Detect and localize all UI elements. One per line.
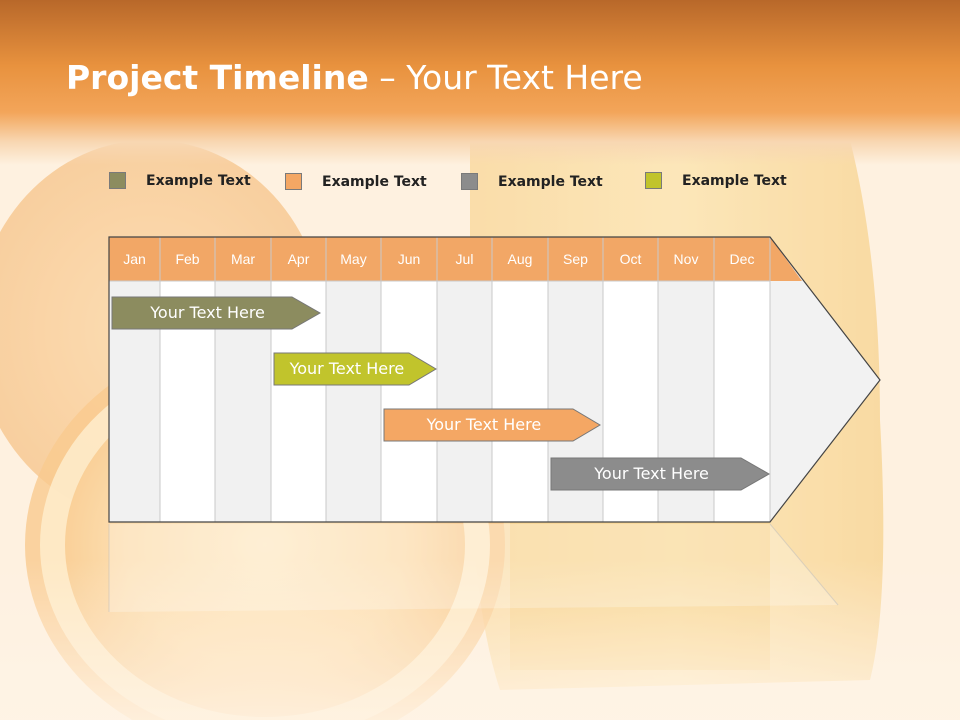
month-column [380,280,438,523]
olive-square-icon [109,172,126,189]
month-label: Jan [123,251,146,267]
orange-square-icon [285,173,302,190]
title-bold-part: Project Timeline [66,58,369,97]
timeline-bar-label: Your Text Here [150,303,265,322]
month-header-cell [214,236,272,282]
month-label: Oct [619,251,642,267]
slide-title: Project Timeline – Your Text Here [66,58,643,97]
month-header-cell [325,236,382,282]
timeline-bar-label: Your Text Here [426,415,542,434]
timeline-bar-label: Your Text Here [289,359,405,378]
title-banner [0,0,960,165]
month-label: Jun [397,251,421,267]
month-header-cell [436,236,493,282]
month-label: Dec [729,251,755,267]
month-column [491,280,549,523]
month-label: Mar [230,251,256,267]
timeline-bar [383,408,601,442]
month-header-cell [491,236,549,282]
month-header-cell [602,236,659,282]
legend-label: Example Text [498,174,603,190]
title-rest-part: – Your Text Here [368,58,643,97]
timeline-bar [550,457,771,491]
month-column [325,280,382,523]
timeline-bar [273,352,437,386]
month-label: Feb [175,251,200,267]
timeline-arrow-tip [770,237,880,522]
month-label: Sep [563,251,588,267]
timeline-reflection [109,524,838,612]
month-header-cell [270,236,327,282]
month-label: Apr [287,251,310,267]
month-column [436,280,493,523]
lime-square-icon [645,172,662,189]
timeline-reflection-edge [769,523,839,606]
legend-label: Example Text [322,174,427,190]
month-header-cell [547,236,604,282]
timeline-bar-label: Your Text Here [594,464,709,483]
month-label: Nov [673,251,699,267]
timeline-bar [111,296,322,330]
month-label: Jul [455,251,474,267]
legend-label: Example Text [682,173,787,189]
month-label: May [340,251,367,267]
legend-label: Example Text [146,173,251,189]
gray-square-icon [461,173,478,190]
month-header-cell [657,236,715,282]
month-label: Aug [507,251,533,267]
timeline-outline [108,236,881,523]
